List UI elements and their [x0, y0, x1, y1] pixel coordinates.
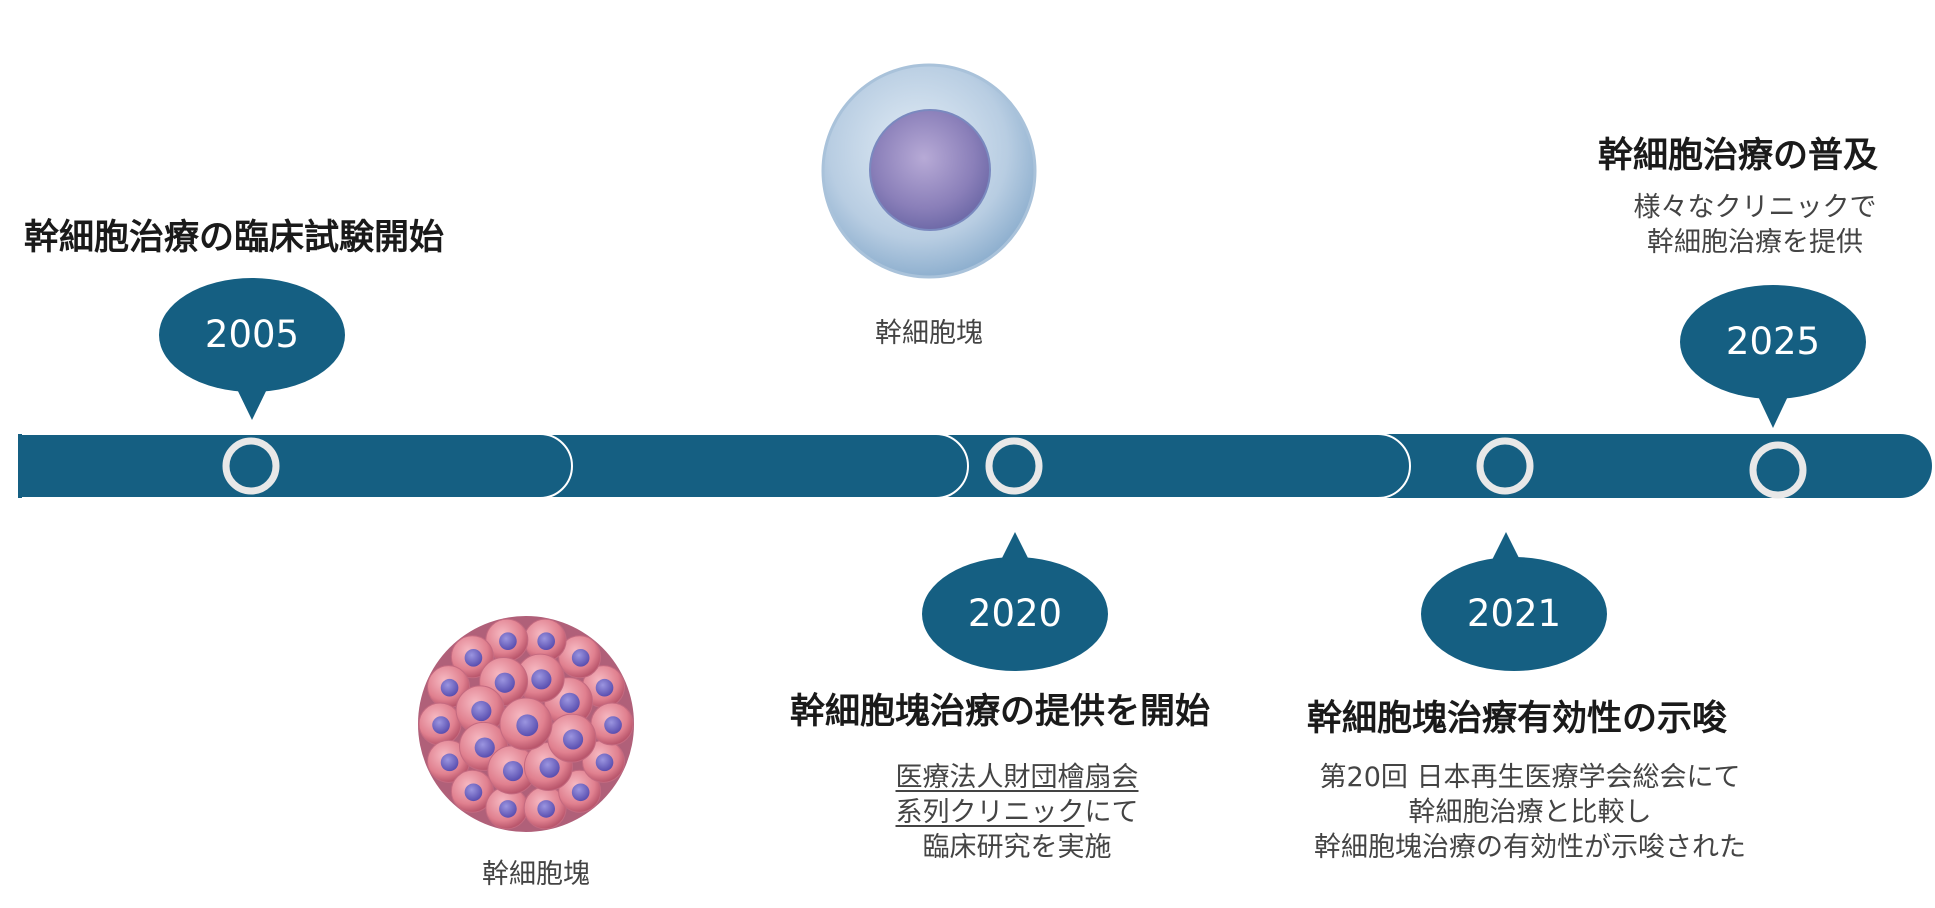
event-title-2020: 幹細胞塊治療の提供を開始	[790, 692, 1211, 732]
description-line: 様々なクリニックで	[1633, 192, 1877, 223]
description-line: 系列クリニックにて	[895, 797, 1139, 828]
band-segment-2	[17, 433, 573, 499]
event-description-2021: 第20回 日本再生医療学会総会にて 幹細胞治療と比較し 幹細胞塊治療の有効性が示…	[1280, 760, 1780, 865]
single-stem-cell-image	[821, 63, 1037, 279]
cluster-cell-nucleus	[494, 672, 515, 693]
cluster-cell-nucleus	[499, 800, 517, 818]
cluster-cell-nucleus	[559, 692, 580, 713]
cluster-cell-nucleus	[604, 716, 622, 734]
cluster-cell-nucleus	[531, 669, 552, 690]
description-line: 医療法人財団檜扇会	[895, 762, 1139, 793]
bubble-2025	[1680, 285, 1866, 399]
stem-cell-cluster-image	[418, 616, 634, 832]
timeline-markers	[222, 437, 1807, 499]
cluster-cell-nucleus	[571, 783, 590, 802]
year-label-2020: 2020	[967, 592, 1063, 635]
single-stem-cell-caption: 幹細胞塊	[875, 318, 983, 349]
year-label-2021: 2021	[1466, 592, 1562, 635]
description-line: 幹細胞治療と比較し	[1408, 797, 1652, 828]
bubble-2005	[159, 278, 345, 392]
cluster-cell-nucleus	[595, 678, 614, 697]
cluster-cell-nucleus	[516, 714, 539, 737]
marker-2005	[222, 437, 280, 495]
event-title-2025: 幹細胞治療の普及	[1598, 136, 1879, 176]
description-line: 第20回 日本再生医療学会総会にて	[1319, 762, 1741, 793]
cluster-cell-nucleus	[537, 800, 556, 818]
cluster-cell-nucleus	[571, 648, 590, 667]
event-title-2021: 幹細胞塊治療有効性の示唆	[1307, 699, 1728, 739]
cluster-cell-nucleus	[595, 753, 614, 772]
cluster-cell-nucleus	[432, 716, 450, 734]
cluster-cell-nucleus	[562, 729, 584, 750]
year-bubbles	[159, 278, 1866, 671]
cluster-cell-nucleus	[539, 757, 560, 778]
cluster-cell-nucleus	[474, 737, 495, 758]
year-label-2005: 2005	[204, 313, 300, 356]
band-segment-5	[1370, 434, 1932, 498]
cluster-cell-nucleus	[440, 753, 459, 772]
marker-2021	[1476, 437, 1534, 495]
event-description-2025: 様々なクリニックで 幹細胞治療を提供	[1580, 190, 1930, 260]
marker-2020	[985, 437, 1043, 495]
description-line: 幹細胞塊治療の有効性が示唆された	[1314, 832, 1746, 863]
cluster-cell-nucleus	[464, 648, 483, 667]
cluster-cell-nucleus	[499, 632, 517, 651]
stem-cell-cluster-caption: 幹細胞塊	[482, 859, 590, 890]
cluster-cell-nucleus	[471, 700, 492, 722]
description-line: 幹細胞治療を提供	[1647, 227, 1863, 258]
band-segment-3	[539, 433, 969, 499]
cluster-cell-nucleus	[537, 632, 556, 651]
timeline-band	[17, 433, 1932, 499]
cluster-cell-nucleus	[440, 678, 459, 697]
marker-2025	[1749, 441, 1807, 499]
cluster-cell-nucleus	[464, 783, 483, 802]
cluster-cell-nucleus	[502, 760, 524, 782]
band-segment-4	[929, 433, 1411, 499]
year-label-2025: 2025	[1725, 320, 1821, 363]
bubble-2021	[1421, 557, 1607, 671]
event-title-2005: 幹細胞治療の臨床試験開始	[24, 218, 445, 258]
description-line: 臨床研究を実施	[922, 832, 1112, 863]
bubble-2020	[922, 557, 1108, 671]
event-description-2020: 医療法人財団檜扇会 系列クリニックにて 臨床研究を実施	[827, 760, 1207, 865]
